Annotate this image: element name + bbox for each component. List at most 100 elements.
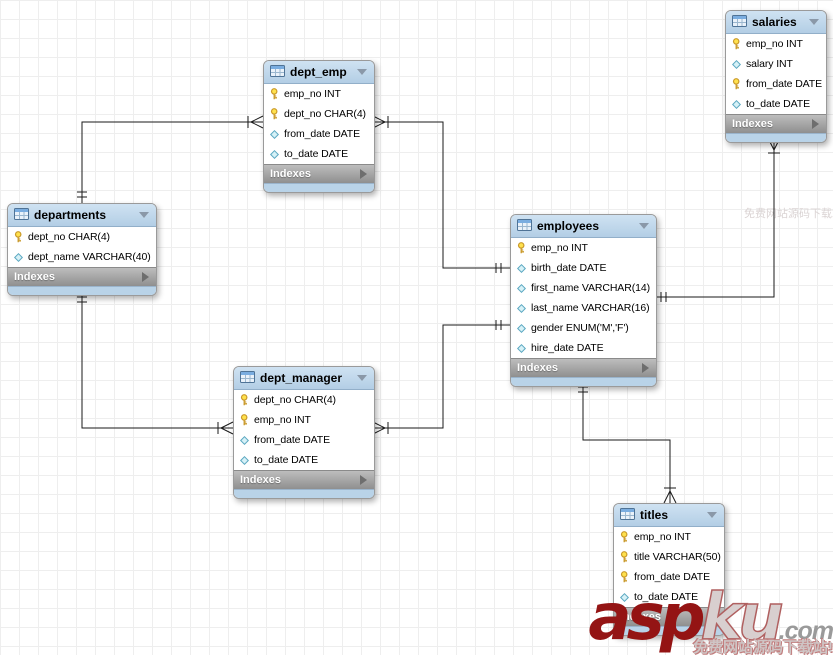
column-text: dept_no CHAR(4) [28, 231, 110, 243]
table-dept_manager[interactable]: dept_manager dept_no CHAR(4) [233, 366, 375, 499]
column-text: to_date DATE [254, 454, 318, 466]
column-row[interactable]: emp_no INT [511, 238, 656, 258]
column-row[interactable]: to_date DATE [264, 144, 374, 164]
table-header[interactable]: titles [614, 504, 724, 527]
indexes-row[interactable]: Indexes [8, 267, 156, 286]
relationship-employees-dept_manager[interactable] [372, 320, 510, 435]
column-row[interactable]: birth_date DATE [511, 258, 656, 278]
indexes-row[interactable]: Indexes [726, 114, 826, 133]
primary-key-icon [731, 78, 742, 90]
table-footer [8, 286, 156, 295]
column-text: salary INT [746, 58, 793, 70]
column-text: to_date DATE [284, 148, 348, 160]
column-text: emp_no INT [531, 242, 588, 254]
table-header[interactable]: dept_manager [234, 367, 374, 390]
table-salaries[interactable]: salaries emp_no INT sa [725, 10, 827, 143]
column-row[interactable]: from_date DATE [614, 567, 724, 587]
column-row[interactable]: title VARCHAR(50) [614, 547, 724, 567]
column-row[interactable]: salary INT [726, 54, 826, 74]
indexes-row[interactable]: Indexes [511, 358, 656, 377]
column-row[interactable]: last_name VARCHAR(16) [511, 298, 656, 318]
relationship-departments-dept_manager[interactable] [77, 291, 234, 435]
chevron-down-icon[interactable] [357, 69, 367, 75]
indexes-label: Indexes [517, 362, 558, 374]
table-footer [234, 489, 374, 498]
table-dept_emp[interactable]: dept_emp emp_no INT de [263, 60, 375, 193]
column-row[interactable]: emp_no INT [614, 527, 724, 547]
indexes-row[interactable]: Indexes [234, 470, 374, 489]
column-row[interactable]: first_name VARCHAR(14) [511, 278, 656, 298]
column-text: last_name VARCHAR(16) [531, 302, 650, 314]
column-text: from_date DATE [284, 128, 361, 140]
column-row[interactable]: from_date DATE [726, 74, 826, 94]
table-departments[interactable]: departments dept_no CHAR(4) [7, 203, 157, 296]
column-row[interactable]: hire_date DATE [511, 338, 656, 358]
column-row[interactable]: to_date DATE [234, 450, 374, 470]
column-text: birth_date DATE [531, 262, 607, 274]
column-row[interactable]: dept_name VARCHAR(40) [8, 247, 156, 267]
column-row[interactable]: emp_no INT [726, 34, 826, 54]
relationship-departments-dept_emp[interactable] [77, 115, 264, 203]
primary-key-icon [619, 551, 630, 563]
column-diamond-icon [239, 455, 250, 465]
column-text: hire_date DATE [531, 342, 604, 354]
column-row[interactable]: from_date DATE [264, 124, 374, 144]
relationship-employees-dept_emp[interactable] [372, 115, 510, 273]
table-columns: dept_no CHAR(4) emp_no INT from_date [234, 390, 374, 470]
chevron-down-icon[interactable] [139, 212, 149, 218]
table-columns: emp_no INT dept_no CHAR(4) from_date [264, 84, 374, 164]
column-row[interactable]: gender ENUM('M','F') [511, 318, 656, 338]
expand-right-icon [142, 272, 149, 282]
column-row[interactable]: dept_no CHAR(4) [264, 104, 374, 124]
relationship-employees-titles[interactable] [578, 382, 677, 504]
table-header[interactable]: dept_emp [264, 61, 374, 84]
column-row[interactable]: dept_no CHAR(4) [234, 390, 374, 410]
column-diamond-icon [13, 252, 24, 262]
column-text: from_date DATE [254, 434, 331, 446]
table-titles[interactable]: titles emp_no INT titl [613, 503, 725, 636]
primary-key-icon [619, 531, 630, 543]
column-row[interactable]: emp_no INT [264, 84, 374, 104]
table-footer [614, 626, 724, 635]
column-row[interactable]: emp_no INT [234, 410, 374, 430]
column-diamond-icon [239, 435, 250, 445]
column-text: title VARCHAR(50) [634, 551, 721, 563]
table-icon [732, 14, 747, 30]
column-diamond-icon [269, 129, 280, 139]
column-row[interactable]: dept_no CHAR(4) [8, 227, 156, 247]
column-text: from_date DATE [634, 571, 711, 583]
chevron-down-icon[interactable] [639, 223, 649, 229]
column-text: emp_no INT [634, 531, 691, 543]
primary-key-icon [239, 414, 250, 426]
column-text: dept_name VARCHAR(40) [28, 251, 151, 263]
indexes-row[interactable]: Indexes [614, 607, 724, 626]
expand-right-icon [642, 363, 649, 373]
chevron-down-icon[interactable] [707, 512, 717, 518]
table-header[interactable]: departments [8, 204, 156, 227]
indexes-label: Indexes [620, 611, 661, 623]
table-employees[interactable]: employees emp_no INT b [510, 214, 657, 387]
column-diamond-icon [269, 149, 280, 159]
column-row[interactable]: to_date DATE [614, 587, 724, 607]
column-text: dept_no CHAR(4) [284, 108, 366, 120]
expand-right-icon [360, 475, 367, 485]
table-icon [14, 207, 29, 223]
table-columns: emp_no INT title VARCHAR(50) from_da [614, 527, 724, 607]
indexes-row[interactable]: Indexes [264, 164, 374, 183]
relationship-employees-salaries[interactable] [655, 137, 781, 302]
table-name: salaries [752, 15, 797, 29]
column-text: emp_no INT [284, 88, 341, 100]
table-header[interactable]: salaries [726, 11, 826, 34]
table-header[interactable]: employees [511, 215, 656, 238]
column-text: first_name VARCHAR(14) [531, 282, 650, 294]
chevron-down-icon[interactable] [809, 19, 819, 25]
column-row[interactable]: to_date DATE [726, 94, 826, 114]
column-text: emp_no INT [746, 38, 803, 50]
indexes-label: Indexes [14, 271, 55, 283]
column-text: from_date DATE [746, 78, 823, 90]
table-name: employees [537, 219, 600, 233]
chevron-down-icon[interactable] [357, 375, 367, 381]
column-row[interactable]: from_date DATE [234, 430, 374, 450]
column-diamond-icon [731, 99, 742, 109]
